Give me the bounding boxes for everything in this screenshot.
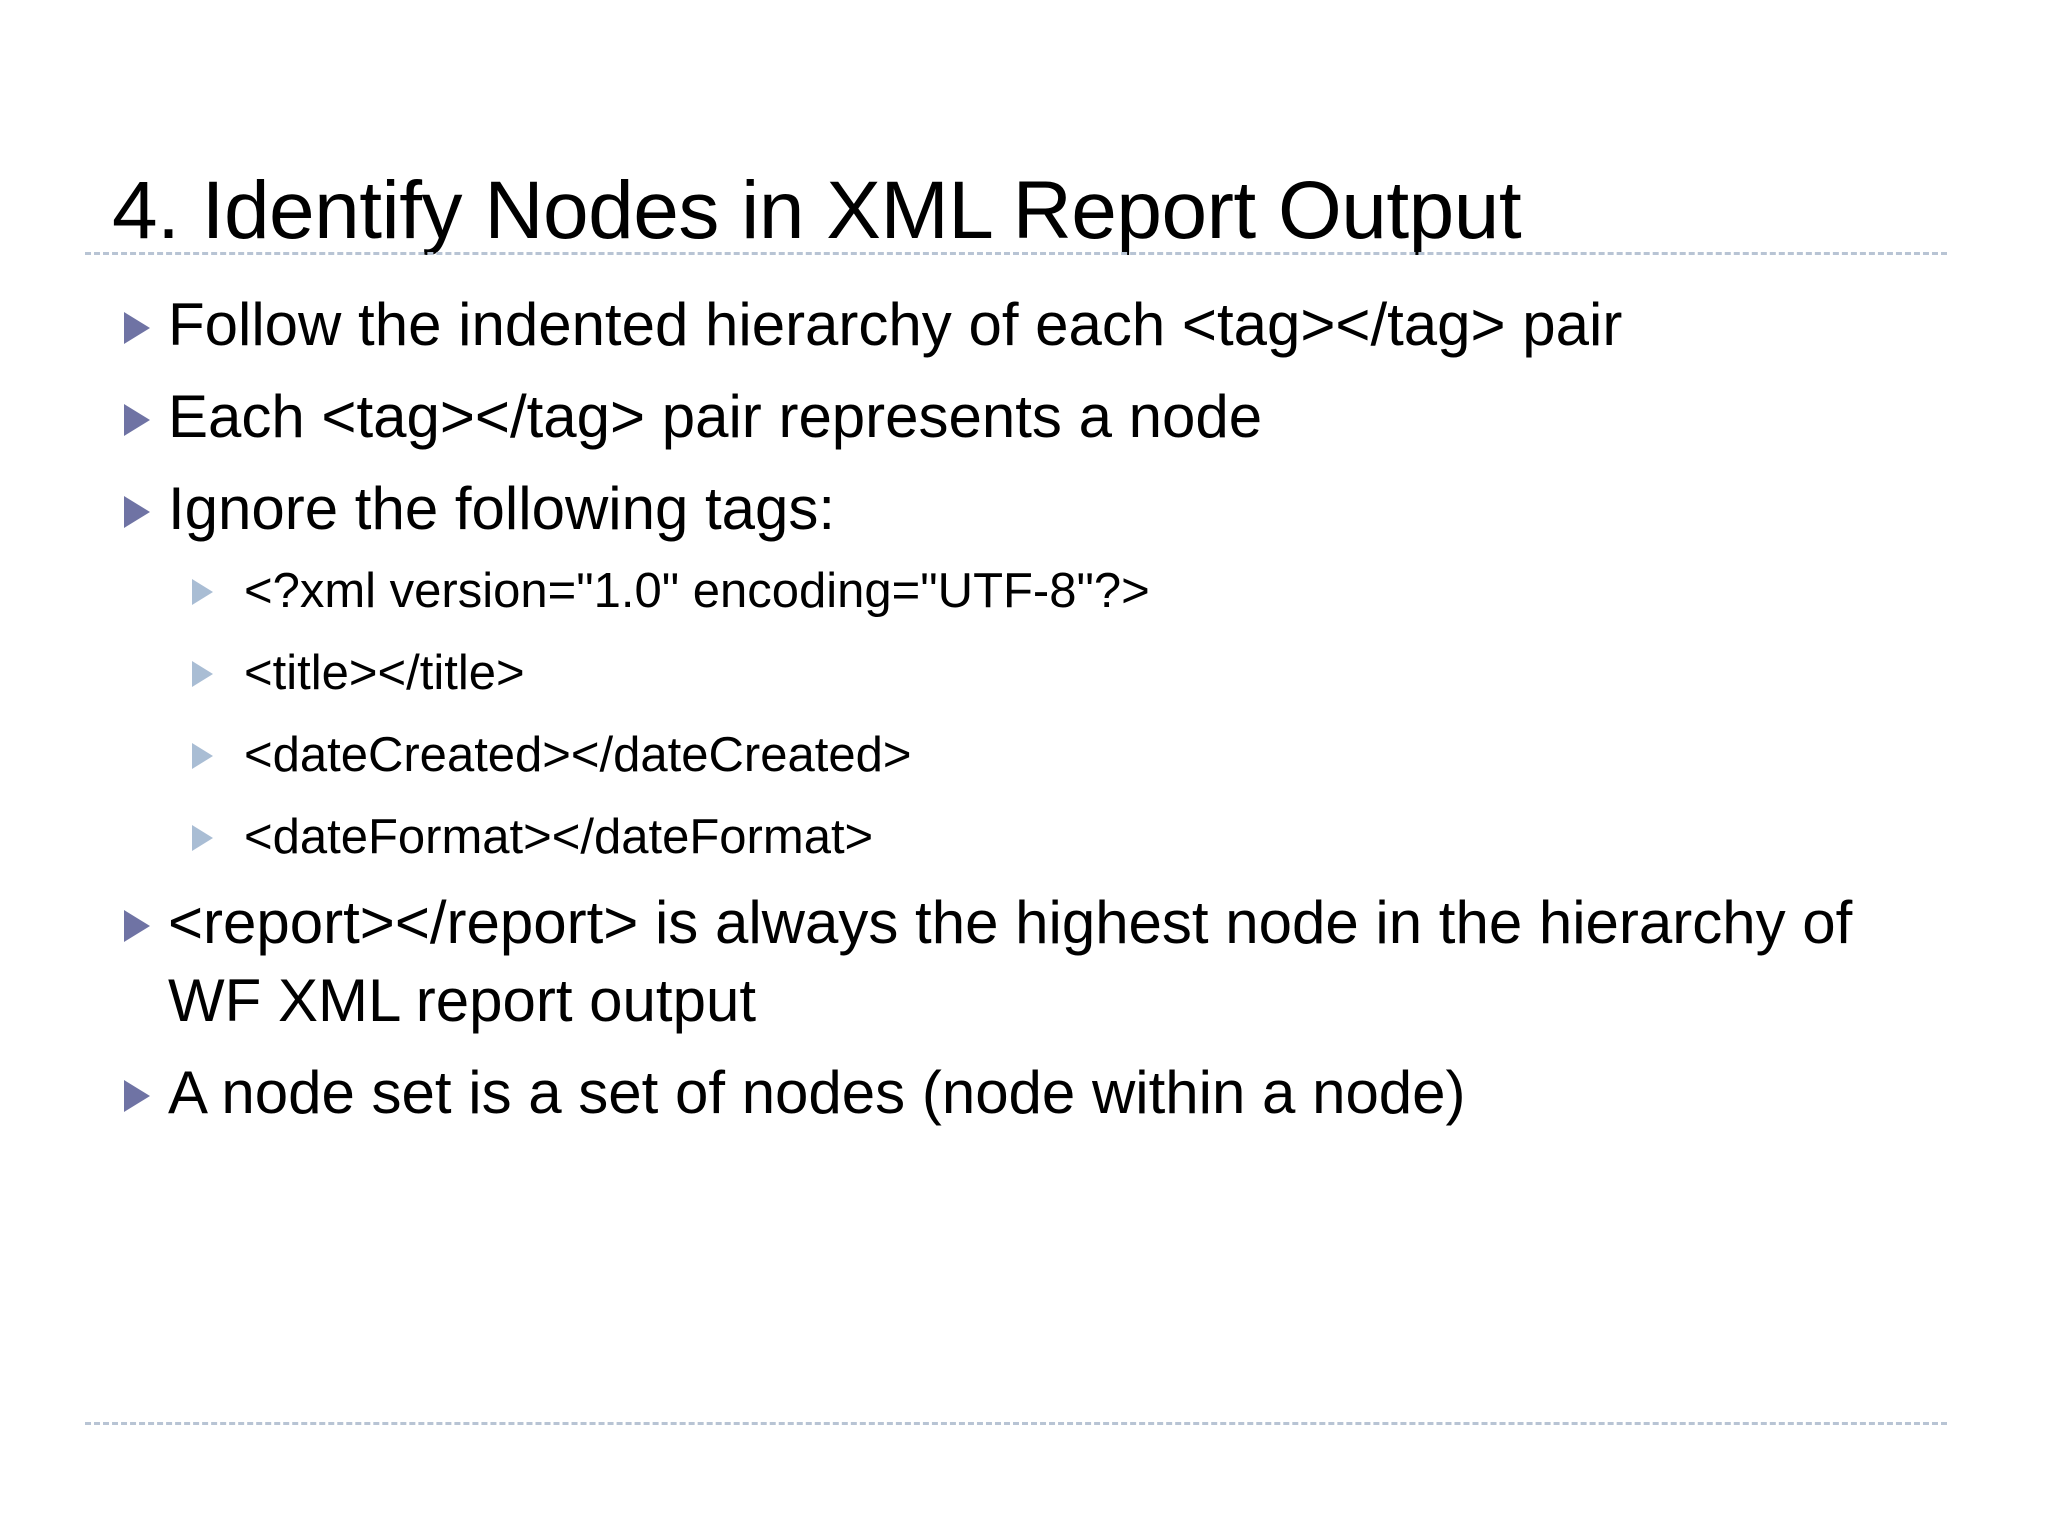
bullet-text: Each <tag></tag> pair represents a node [168, 383, 1263, 450]
slide-body: Follow the indented hierarchy of each <t… [112, 286, 1972, 1146]
sub-bullet-text: <dateFormat></dateFormat> [244, 810, 874, 864]
sub-list-item: <?xml version="1.0" encoding="UTF-8"?> [184, 556, 1972, 626]
bullet-text: A node set is a set of nodes (node withi… [168, 1059, 1466, 1126]
list-item: <report></report> is always the highest … [112, 884, 1972, 1040]
page-title: 4. Identify Nodes in XML Report Output [112, 164, 1522, 256]
sub-bullet-text: <dateCreated></dateCreated> [244, 728, 912, 782]
sub-list-item: <title></title> [184, 638, 1972, 708]
footer-divider-bottom [85, 1422, 1947, 1425]
list-item: A node set is a set of nodes (node withi… [112, 1054, 1972, 1132]
sub-bullet-text: <?xml version="1.0" encoding="UTF-8"?> [244, 564, 1150, 618]
list-item: Ignore the following tags: [112, 470, 1972, 548]
list-item: Each <tag></tag> pair represents a node [112, 378, 1972, 456]
sub-bullet-text: <title></title> [244, 646, 525, 700]
bullet-text: <report></report> is always the highest … [168, 889, 1886, 1034]
sub-list-item: <dateCreated></dateCreated> [184, 720, 1972, 790]
title-divider-top [85, 252, 1947, 255]
bullet-text: Ignore the following tags: [168, 475, 836, 542]
sub-list: <?xml version="1.0" encoding="UTF-8"?> <… [112, 556, 1972, 872]
sub-list-item: <dateFormat></dateFormat> [184, 802, 1972, 872]
list-item: Follow the indented hierarchy of each <t… [112, 286, 1972, 364]
bullet-text: Follow the indented hierarchy of each <t… [168, 291, 1623, 358]
